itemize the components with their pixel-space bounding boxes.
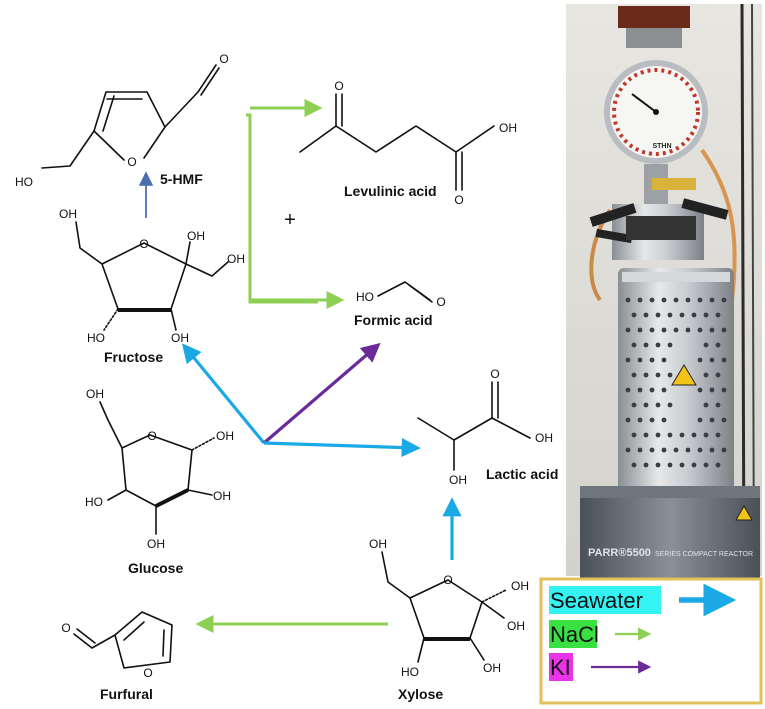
parr-series: SERIES COMPACT REACTOR: [655, 551, 753, 558]
xylose-oh-3: OH: [507, 619, 525, 633]
lactic-oh-2: OH: [449, 473, 467, 487]
fructose-oh-3: OH: [227, 252, 245, 266]
fructose-oh-2: OH: [187, 229, 205, 243]
plus-sign: +: [284, 209, 296, 231]
glucose-oh-3: OH: [213, 489, 231, 503]
xylose-oh-4: OH: [483, 661, 501, 675]
nacl-branch-line: [246, 113, 318, 304]
xylose-oh-2: OH: [511, 579, 529, 593]
legend-swatch-0: [549, 586, 661, 614]
glucose-label: Glucose: [128, 560, 183, 576]
glucose-oh-2: OH: [216, 429, 234, 443]
fructose-ring-o: O: [139, 237, 148, 251]
formic-structure: HO O: [356, 281, 446, 309]
formic-label: Formic acid: [354, 312, 433, 328]
lactic-oh: OH: [535, 431, 553, 445]
hmf-structure: O O HO: [15, 52, 229, 189]
ki-arrow-to-formic: [262, 342, 381, 445]
lactic-o: O: [490, 367, 499, 381]
glucose-ho: HO: [85, 495, 103, 509]
fructose-structure: O OH OH OH HO OH: [59, 207, 245, 345]
glucose-ring-o: O: [147, 429, 156, 443]
furfural-structure: O O: [61, 611, 173, 680]
levulinic-label: Levulinic acid: [344, 183, 437, 199]
parr-brand: PARR®5500: [588, 547, 651, 559]
legend-swatch-2: [549, 653, 573, 681]
fructose-ho: HO: [87, 331, 105, 345]
fructose-oh-4: OH: [171, 331, 189, 345]
seawater-arrow-to-lactic: [263, 437, 421, 458]
lactic-structure: O OH OH: [417, 367, 553, 487]
reactor-photo: STHN PARR®5500 SERIES COMPACT REACTOR: [566, 3, 762, 581]
glucose-oh-1: OH: [86, 387, 104, 401]
reactor-base: [580, 486, 760, 578]
formic-ho: HO: [356, 290, 374, 304]
furfural-label: Furfural: [100, 686, 153, 702]
lactic-label: Lactic acid: [486, 466, 558, 482]
gauge-text: STHN: [652, 143, 671, 150]
xylose-oh-1: OH: [369, 537, 387, 551]
hmf-ho: HO: [15, 175, 33, 189]
hmf-ring-o: O: [127, 155, 136, 169]
legend-label-1: NaCl: [550, 622, 599, 647]
levulinic-acid-o: O: [454, 193, 463, 207]
hmf-label: 5-HMF: [160, 171, 203, 187]
fructose-label: Fructose: [104, 349, 163, 365]
xylose-ho: HO: [401, 665, 419, 679]
xylose-ring-o: O: [443, 573, 452, 587]
xylose-label: Xylose: [398, 686, 443, 702]
levulinic-structure: O OH O: [299, 79, 517, 207]
seawater-arrow-to-fructose: [181, 343, 266, 445]
glucose-structure: OH O OH OH HO OH: [85, 387, 234, 551]
legend-label-2: KI: [550, 655, 571, 680]
levulinic-oh: OH: [499, 121, 517, 135]
formic-o: O: [436, 295, 445, 309]
legend-label-0: Seawater: [550, 588, 643, 613]
furfural-ring-o: O: [143, 666, 152, 680]
xylose-structure: OH O OH OH HO OH: [369, 537, 529, 679]
glucose-oh-4: OH: [147, 537, 165, 551]
legend-swatch-1: [549, 620, 597, 648]
fructose-oh-1: OH: [59, 207, 77, 221]
furfural-aldehyde-o: O: [61, 621, 70, 635]
hmf-aldehyde-o: O: [219, 52, 228, 66]
levulinic-keto-o: O: [334, 79, 343, 93]
